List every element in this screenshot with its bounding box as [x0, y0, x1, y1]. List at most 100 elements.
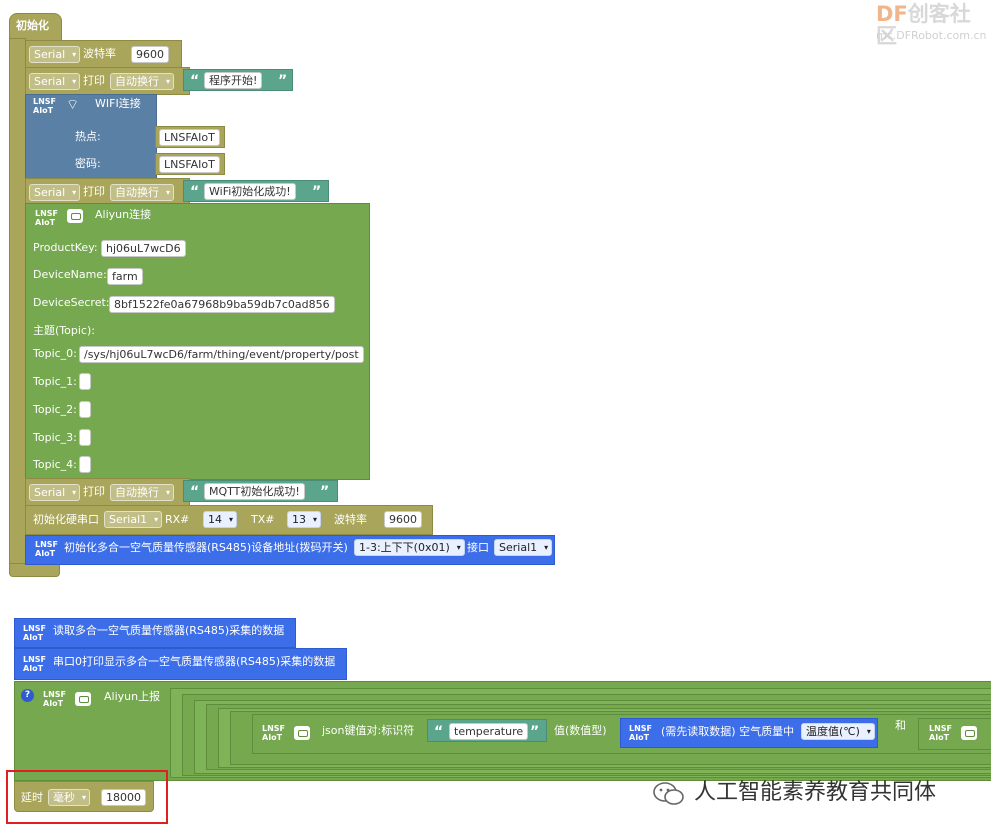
sensor-address-select[interactable]: 1-3:上下下(0x01)▾ [354, 539, 465, 556]
print-sensor-block[interactable] [14, 648, 347, 680]
aliyun-report-title: Aliyun上报 [104, 690, 161, 703]
open-quote-icon: “ [190, 184, 200, 200]
close-quote-icon: ” [320, 484, 330, 500]
link-icon [75, 692, 91, 706]
port-label: 接口 [467, 541, 489, 554]
wifi-icon: ⌔ [66, 97, 80, 113]
hw-serial-label: 初始化硬串口 [33, 513, 99, 526]
read-sensor-block[interactable] [14, 618, 296, 648]
tx-pin-select[interactable]: 13▾ [287, 511, 321, 528]
wifi-title: WIFI连接 [95, 97, 141, 110]
topic3-label: Topic_3: [33, 431, 77, 444]
topic0-input[interactable]: /sys/hj06uL7wcD6/farm/thing/event/proper… [79, 346, 364, 363]
serial-print-block-2[interactable] [25, 178, 190, 206]
productkey-input[interactable]: hj06uL7wcD6 [101, 240, 186, 257]
serial-select[interactable]: Serial▾ [29, 484, 81, 501]
aliyun-title: Aliyun连接 [95, 208, 152, 221]
link-icon [294, 726, 310, 740]
devicename-label: DeviceName: [33, 268, 107, 281]
topic4-label: Topic_4: [33, 458, 77, 471]
print-label: 打印 [83, 74, 105, 87]
wechat-account-name: 人工智能素养教育共同体 [694, 780, 937, 805]
sensor-port-select[interactable]: Serial1▾ [494, 539, 553, 556]
hw-baud-input[interactable]: 9600 [384, 511, 422, 528]
hw-baud-label: 波特率 [334, 513, 367, 526]
devicesecret-label: DeviceSecret: [33, 296, 110, 309]
string-input-2[interactable]: WiFi初始化成功! [204, 183, 296, 200]
dfrobot-watermark: DF创客社区 [876, 3, 991, 47]
delay-input[interactable]: 18000 [101, 789, 146, 806]
delay-label: 延时 [21, 791, 43, 804]
topic3-input[interactable] [79, 429, 91, 446]
link-icon [961, 726, 977, 740]
print-label: 打印 [83, 185, 105, 198]
sensor-init-label: 初始化多合一空气质量传感器(RS485)设备地址(拨码开关) [64, 541, 348, 554]
sensor-init-block[interactable] [25, 535, 555, 565]
brand-name: 创客社区 [876, 2, 971, 48]
ssid-input[interactable]: LNSFAIoT [159, 129, 220, 146]
json-kv-label: json键值对:标识符 [322, 724, 415, 737]
serial-select[interactable]: Serial▾ [29, 184, 81, 201]
baud-input[interactable]: 9600 [131, 46, 169, 63]
open-quote-icon: “ [190, 73, 200, 89]
close-quote-icon: ” [278, 73, 288, 89]
newline-mode-select[interactable]: 自动换行▾ [110, 73, 174, 90]
topic1-label: Topic_1: [33, 375, 77, 388]
ssid-label: 热点: [75, 130, 101, 143]
topic-header: 主题(Topic): [33, 324, 95, 337]
json-kv-block-next[interactable] [918, 718, 991, 750]
sensor-value-text: (需先读取数据) 空气质量中 [661, 725, 795, 738]
highlight-box [6, 770, 168, 824]
hw-serial-select[interactable]: Serial1▾ [104, 511, 163, 528]
devicename-input[interactable]: farm [107, 268, 143, 285]
serial-select[interactable]: Serial▾ [29, 46, 81, 63]
baud-label: 波特率 [83, 47, 116, 60]
newline-mode-select[interactable]: 自动换行▾ [110, 484, 174, 501]
init-hat-label: 初始化 [16, 19, 49, 32]
topic1-input[interactable] [79, 373, 91, 390]
devicesecret-input[interactable]: 8bf1522fe0a67968b9ba59db7c0ad856 [109, 296, 335, 313]
password-label: 密码: [75, 157, 101, 170]
newline-mode-select[interactable]: 自动换行▾ [110, 184, 174, 201]
key-input[interactable]: temperature [449, 723, 529, 740]
topic0-label: Topic_0: [33, 347, 77, 360]
link-icon [67, 209, 83, 223]
topic2-label: Topic_2: [33, 403, 77, 416]
print-label: 打印 [83, 485, 105, 498]
and-label: 和 [895, 719, 906, 732]
rx-pin-select[interactable]: 14▾ [203, 511, 237, 528]
read-sensor-label: 读取多合一空气质量传感器(RS485)采集的数据 [53, 624, 285, 637]
topic2-input[interactable] [79, 401, 91, 418]
tx-label: TX# [251, 513, 275, 526]
open-quote-icon: “ [190, 484, 200, 500]
close-quote-icon: ” [530, 724, 540, 740]
init-bottom-cap [9, 563, 60, 577]
string-input-3[interactable]: MQTT初始化成功! [204, 483, 305, 500]
print-sensor-label: 串口0打印显示多合一空气质量传感器(RS485)采集的数据 [53, 655, 336, 668]
df-logo-text: DF [876, 2, 908, 26]
open-quote-icon: “ [434, 724, 444, 740]
serial-select[interactable]: Serial▾ [29, 73, 81, 90]
topic4-input[interactable] [79, 456, 91, 473]
watermark-url: mc.DFRobot.com.cn [876, 29, 987, 42]
wechat-icon [652, 780, 686, 808]
close-quote-icon: ” [312, 184, 322, 200]
value-label: 值(数值型) [554, 724, 607, 737]
delay-unit-select[interactable]: 毫秒▾ [48, 789, 90, 806]
sensor-field-select[interactable]: 温度值(℃)▾ [801, 723, 875, 740]
rx-label: RX# [165, 513, 190, 526]
productkey-label: ProductKey: [33, 241, 98, 254]
init-left-rail [9, 38, 26, 568]
help-icon[interactable]: ? [21, 689, 34, 702]
password-input[interactable]: LNSFAIoT [159, 156, 220, 173]
string-input-1[interactable]: 程序开始! [204, 72, 263, 89]
